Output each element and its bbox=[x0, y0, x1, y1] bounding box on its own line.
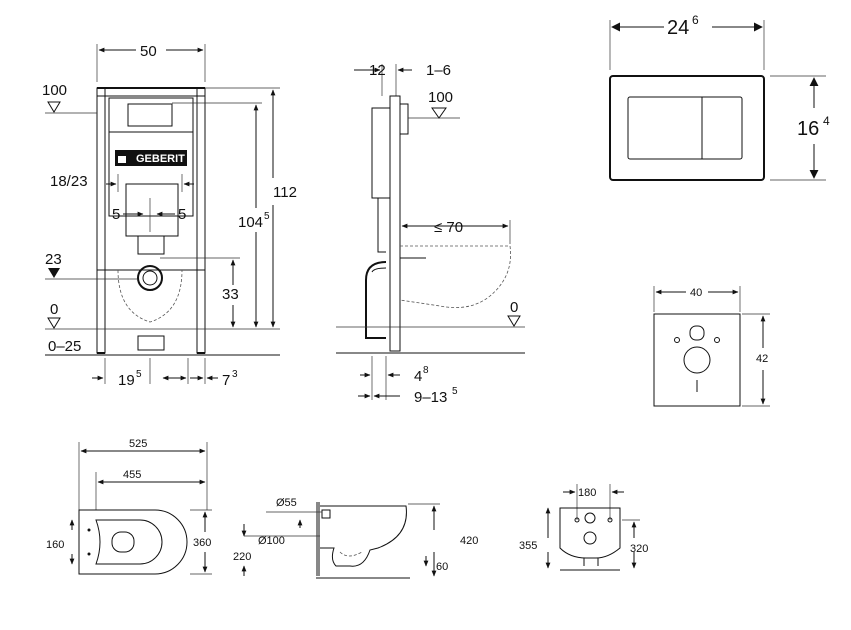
bowl-width-label: 360 bbox=[193, 537, 211, 549]
wall-plate-view: 40 42 bbox=[653, 286, 770, 407]
inner-height-sup: 5 bbox=[264, 211, 270, 222]
flush-plate-view: 24 6 16 4 bbox=[609, 13, 830, 181]
side-bottom-b-label: 9–13 bbox=[414, 389, 447, 406]
flush-plate-outline bbox=[609, 75, 765, 181]
bottom-a-sup: 5 bbox=[136, 369, 142, 380]
side-bottom-a-sup: 8 bbox=[423, 365, 429, 376]
bowl-seat-label: 160 bbox=[46, 539, 64, 551]
side-cistern bbox=[371, 107, 391, 199]
bowl-reach-label: ≤ 70 bbox=[434, 219, 463, 236]
offset-left-label: 5 bbox=[112, 206, 120, 223]
spacing-label: 18/23 bbox=[50, 173, 88, 190]
back-height-left-label: 355 bbox=[519, 540, 537, 552]
bottom-a-label: 19 bbox=[118, 372, 135, 389]
bottom-b-label: 7 bbox=[222, 372, 230, 389]
plate-width-sup: 6 bbox=[692, 13, 699, 27]
pipe-large-label: Ø100 bbox=[258, 535, 285, 547]
bowl-side-view: Ø55 Ø100 220 420 60 bbox=[233, 497, 478, 579]
floor-level-label: 0 bbox=[50, 301, 58, 318]
bowl-top-view: 525 455 160 360 bbox=[46, 438, 212, 575]
cistern bbox=[108, 97, 194, 217]
side-level-100-label: 100 bbox=[428, 89, 453, 106]
bowl-back-outline bbox=[559, 507, 621, 559]
back-spacing-label: 180 bbox=[578, 487, 596, 499]
bowl-outline-front bbox=[117, 269, 183, 323]
frame-front-view: 50 GEBERIT 100 18/23 bbox=[42, 43, 297, 389]
side-frame-upright bbox=[389, 95, 401, 352]
bowl-back-view: 180 355 320 bbox=[519, 484, 648, 571]
floor-range-label: 0–25 bbox=[48, 338, 81, 355]
depth-label: 60 bbox=[436, 561, 448, 573]
side-top-b-label: 1–6 bbox=[426, 62, 451, 79]
plate-height-sup: 4 bbox=[823, 114, 830, 128]
height-33-label: 33 bbox=[222, 286, 239, 303]
plate-height-label: 16 bbox=[797, 118, 819, 140]
level-100-label: 100 bbox=[42, 82, 67, 99]
inspection-opening bbox=[127, 103, 173, 127]
frame-width-label: 50 bbox=[140, 43, 157, 60]
level-23-label: 23 bbox=[45, 251, 62, 268]
offset-right-label: 5 bbox=[178, 206, 186, 223]
frame-side-view: 12 1–6 100 ≤ 70 0 4 8 9–13 5 bbox=[336, 62, 525, 406]
drain-connector bbox=[137, 265, 163, 291]
bowl-side-outline bbox=[320, 505, 407, 567]
side-top-a-label: 12 bbox=[369, 62, 386, 79]
total-height-label: 112 bbox=[273, 184, 297, 201]
frame-left-upright bbox=[96, 87, 106, 354]
brand-label: GEBERIT bbox=[136, 153, 185, 165]
bowl-length-label: 525 bbox=[129, 438, 147, 450]
bottom-b-sup: 3 bbox=[232, 369, 238, 380]
bowl-inner-label: 455 bbox=[123, 469, 141, 481]
side-drain-pipe bbox=[365, 261, 387, 339]
inner-height-label: 104 bbox=[238, 214, 263, 231]
wall-plate-height-label: 42 bbox=[756, 353, 768, 365]
side-bottom-a-label: 4 bbox=[414, 368, 422, 385]
side-bowl-outline bbox=[399, 245, 511, 309]
bowl-height-label: 420 bbox=[460, 535, 478, 547]
flush-buttons-outline bbox=[627, 96, 743, 160]
back-height-right-label: 320 bbox=[630, 543, 648, 555]
wall-plate-width-label: 40 bbox=[690, 287, 702, 299]
brand-plate bbox=[115, 150, 187, 166]
side-bottom-b-sup: 5 bbox=[452, 386, 458, 397]
frame-right-upright bbox=[196, 87, 206, 354]
pipe-small-label: Ø55 bbox=[276, 497, 297, 509]
bowl-top-outline bbox=[78, 509, 188, 575]
plate-width-label: 24 bbox=[667, 17, 689, 39]
side-floor-label: 0 bbox=[510, 299, 518, 316]
outlet-height-label: 220 bbox=[233, 551, 251, 563]
wall-plate-outline bbox=[653, 313, 741, 407]
